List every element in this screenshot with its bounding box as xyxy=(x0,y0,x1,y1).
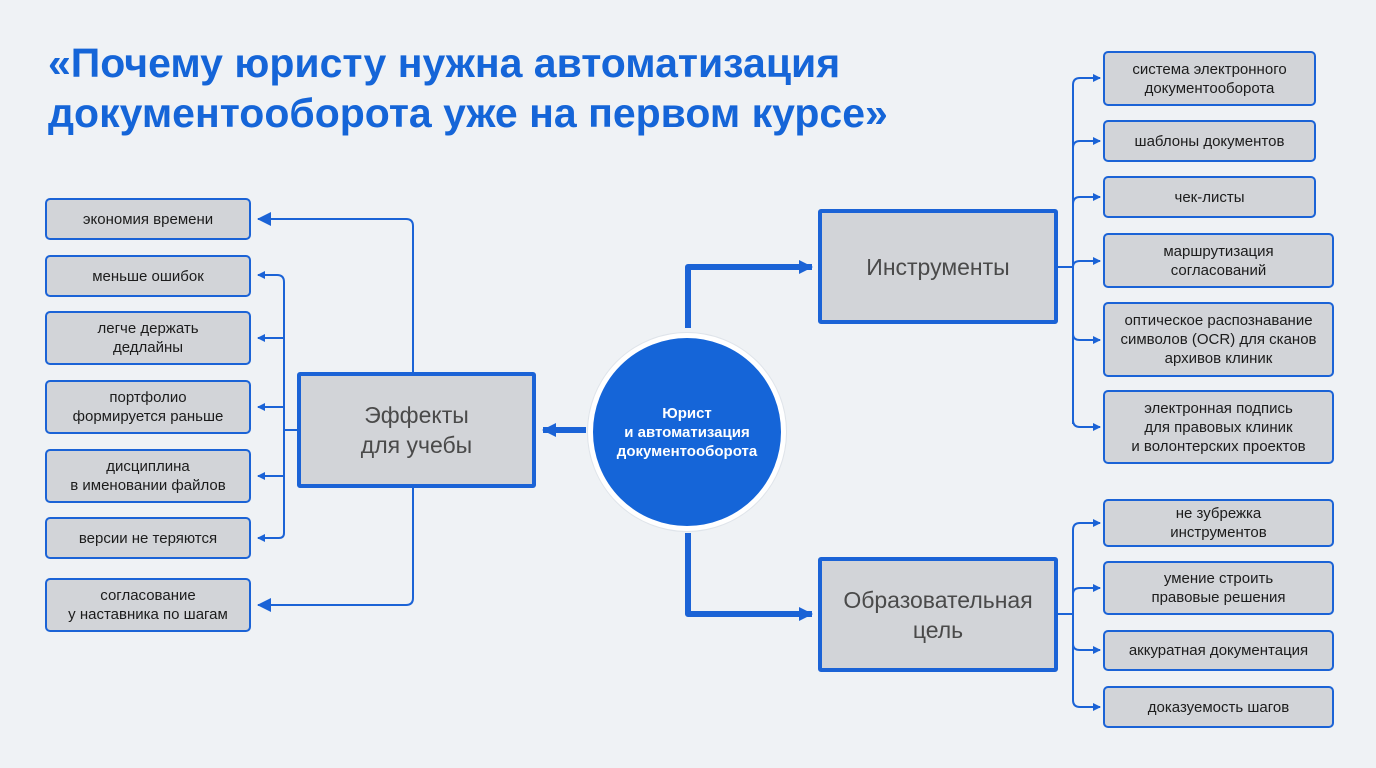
effect-portfolio: портфолио формируется раньше xyxy=(45,380,251,434)
effect-mentor-approval: согласование у наставника по шагам xyxy=(45,578,251,632)
title-line-1: «Почему юристу нужна автоматизация xyxy=(48,40,841,86)
goal-not-cramming: не зубрежка инструментов xyxy=(1103,499,1334,547)
tool-approval-routing: маршрутизация согласований xyxy=(1103,233,1334,288)
effect-versions: версии не теряются xyxy=(45,517,251,559)
effect-file-naming: дисциплина в именовании файлов xyxy=(45,449,251,503)
diagram-title: «Почему юристу нужна автоматизация докум… xyxy=(48,38,1008,138)
arrow-center-to-goal xyxy=(685,533,813,621)
hub-tools: Инструменты xyxy=(818,209,1058,324)
tool-ocr: оптическое распознавание символов (OCR) … xyxy=(1103,302,1334,377)
tool-checklists: чек-листы xyxy=(1103,176,1316,218)
hub-educational-goal: Образовательная цель xyxy=(818,557,1058,672)
goal-provable-steps: доказуемость шагов xyxy=(1103,686,1334,728)
goal-accurate-documentation: аккуратная документация xyxy=(1103,630,1334,671)
tool-templates: шаблоны документов xyxy=(1103,120,1316,162)
tool-edms: система электронного документооборота xyxy=(1103,51,1316,106)
goal-legal-solutions: умение строить правовые решения xyxy=(1103,561,1334,615)
hub-effects: Эффекты для учебы xyxy=(297,372,536,488)
arrow-center-to-tools xyxy=(685,260,813,328)
effect-time-savings: экономия времени xyxy=(45,198,251,240)
tool-e-signature: электронная подпись для правовых клиник … xyxy=(1103,390,1334,464)
effect-deadlines: легче держать дедлайны xyxy=(45,311,251,365)
effect-fewer-errors: меньше ошибок xyxy=(45,255,251,297)
title-line-2: документооборота уже на первом курсе» xyxy=(48,90,888,136)
center-node: Юрист и автоматизация документооборота xyxy=(588,333,786,531)
